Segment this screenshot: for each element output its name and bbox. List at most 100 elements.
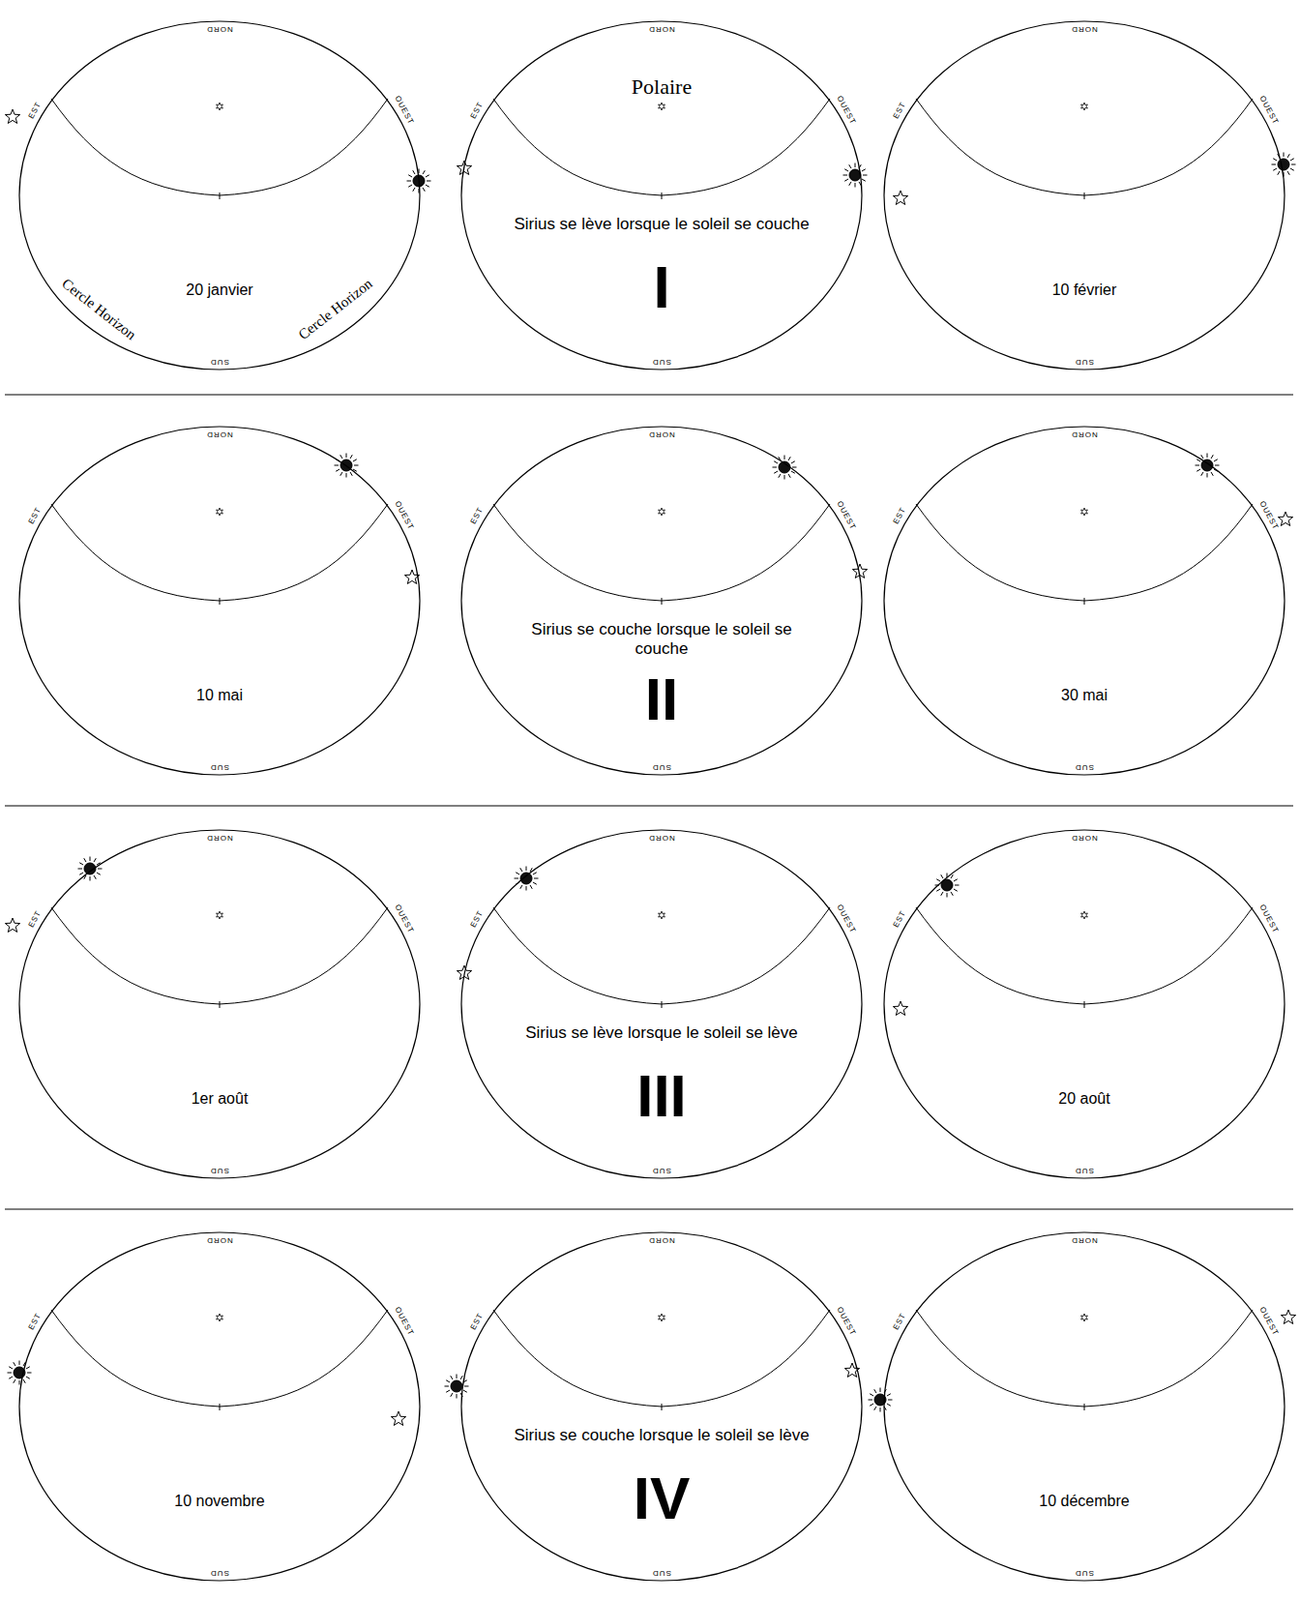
compass-label: NORD [646,832,678,842]
compass-label: OUEST [391,1303,416,1340]
roman-numeral: III [634,1061,689,1130]
sun-ray [855,163,857,169]
sirius-symbol [892,1001,908,1015]
sirius-symbol [1277,511,1293,526]
compass-label: OUEST [1256,1303,1281,1340]
horizon-label: Cercle Horizon [294,274,378,346]
sky-panel [868,1309,1297,1413]
sun-ray [526,866,528,872]
sky-ellipse: NORDESTOUESTSUD10 février [883,20,1286,371]
compass-label: SUD [1072,1165,1096,1175]
sun-ray [941,874,944,879]
sun-ray [778,473,781,478]
sun-ray [515,872,520,875]
sky-ellipse: NORDESTOUESTSUD1er août [18,828,421,1180]
sky-panel [444,1309,860,1411]
separator-line [4,393,1294,395]
sun-ray [953,888,958,891]
compass-label: SUD [650,356,674,366]
sky-ellipse: NORDESTOUESTSUD10 décembre [883,1231,1286,1582]
sky-panel [4,98,431,200]
horizon-circle-outline [19,829,420,1179]
horizon-circle-outline [461,1232,862,1581]
sun-ray [532,872,537,875]
sun-ray [23,1379,26,1384]
sun-ray [849,164,852,169]
compass-label: NORD [646,24,678,33]
sun-ray [463,1389,468,1392]
horizon-circle [883,20,1286,371]
date-label: 10 novembre [172,1492,266,1510]
sun-ray [13,1379,16,1384]
compass-label: EST [468,503,487,528]
sun-ray [532,882,537,885]
sky-panel [493,455,868,606]
horizon-circle [883,425,1286,776]
sun-ray [456,1393,458,1399]
date-label: 10 décembre [1036,1492,1131,1510]
sun-ray [340,454,343,459]
sirius-symbol [390,1411,406,1425]
sun-ray [886,1403,891,1406]
sun-ray [855,182,857,188]
polaris-symbol [1081,102,1089,111]
sun-symbol [1271,152,1297,178]
roman-numeral: I [650,252,672,322]
horizon-circle [18,425,421,776]
compass-label: EST [468,907,487,931]
sun-ray [1287,171,1290,176]
sky-ellipse: NORDESTOUESTSUD10 novembre [18,1231,421,1582]
sun-ray [773,461,778,464]
sun-ray [520,885,523,889]
polaris-symbol [216,911,224,919]
sun-disc [849,169,861,181]
horizon-circle [18,1231,421,1582]
horizon-circle-outline [884,829,1285,1179]
meridian-tick [661,192,663,200]
sky-panel [456,98,867,200]
sun-symbol [444,1374,470,1399]
sun-ray [784,474,786,480]
horizon-line [493,907,830,1005]
compass-label: OUEST [391,901,416,938]
date-label: 1er août [189,1090,251,1108]
horizon-circle-outline [19,1232,420,1581]
compass-label: NORD [204,24,236,33]
horizon-line [493,1309,830,1407]
sun-ray [8,1376,13,1379]
polaris-symbol [658,102,666,111]
sun-ray [791,461,796,464]
sun-ray [880,1388,882,1393]
sun-ray [26,1366,30,1369]
sun-ray [874,1388,877,1393]
compass-label: EST [26,907,45,931]
horizon-circle-outline [19,426,420,775]
star-label: Polaire [629,74,694,99]
horizon-line [915,503,1253,601]
sun-ray [946,892,948,898]
horizon-circle-outline [19,21,420,370]
sirius-symbol [892,190,908,205]
compass-label: OUEST [833,1303,858,1340]
sun-ray [7,1372,13,1374]
sun-symbol [868,1388,893,1413]
sun-ray [89,856,91,862]
sun-ray [93,857,96,862]
meridian-tick [219,597,221,605]
sun-ray [1291,164,1297,166]
sun-ray [408,184,413,187]
sun-ray [953,879,958,882]
compass-label: OUEST [1256,498,1281,534]
compass-label: NORD [204,832,236,842]
sun-ray [1195,465,1201,467]
sun-ray [84,857,87,862]
compass-label: OUEST [833,498,858,534]
sun-ray [425,184,430,187]
meridian-tick [1084,192,1086,200]
sun-ray [1272,158,1277,161]
sun-ray [843,175,849,177]
compass-label: SUD [1072,356,1096,366]
sun-ray [772,467,778,469]
polaris-symbol [658,1313,666,1322]
sun-ray [426,180,432,182]
